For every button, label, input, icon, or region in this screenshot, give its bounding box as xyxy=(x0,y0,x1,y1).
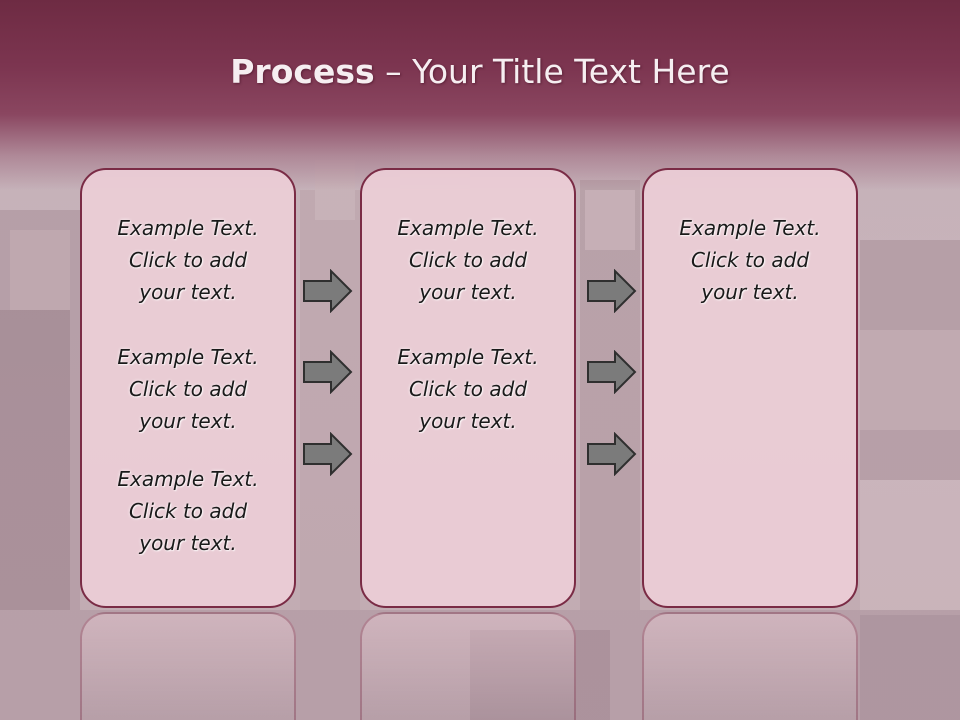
text-line: your text. xyxy=(139,531,237,555)
title-band xyxy=(0,0,960,190)
right-arrow-icon[interactable] xyxy=(587,269,637,313)
process-panel-3[interactable]: Example Text. Click to add your text. xyxy=(642,168,858,608)
text-placeholder[interactable]: Example Text. Click to add your text. xyxy=(644,212,856,308)
text-line: Example Text. xyxy=(117,467,259,491)
right-arrow-icon[interactable] xyxy=(303,432,353,476)
text-placeholder[interactable]: Example Text. Click to add your text. xyxy=(82,212,294,308)
text-line: Click to add xyxy=(128,248,248,272)
text-line: Click to add xyxy=(128,377,248,401)
right-arrow-icon[interactable] xyxy=(303,269,353,313)
panel-reflection-3 xyxy=(642,612,858,720)
slide-title-strong: Process xyxy=(230,52,375,91)
text-placeholder[interactable]: Example Text. Click to add your text. xyxy=(82,463,294,559)
text-placeholder[interactable]: Example Text. Click to add your text. xyxy=(82,341,294,437)
text-line: your text. xyxy=(419,409,517,433)
slide-title[interactable]: Process – Your Title Text Here xyxy=(0,52,960,91)
text-line: your text. xyxy=(139,280,237,304)
slide-title-rest: – Your Title Text Here xyxy=(374,52,730,91)
text-line: your text. xyxy=(139,409,237,433)
process-panel-2[interactable]: Example Text. Click to add your text. Ex… xyxy=(360,168,576,608)
panel-reflection-2 xyxy=(360,612,576,720)
text-line: Click to add xyxy=(408,377,528,401)
text-line: Click to add xyxy=(128,499,248,523)
panel-reflection-1 xyxy=(80,612,296,720)
text-line: your text. xyxy=(701,280,799,304)
text-line: Example Text. xyxy=(397,345,539,369)
right-arrow-icon[interactable] xyxy=(587,350,637,394)
right-arrow-icon[interactable] xyxy=(303,350,353,394)
text-line: Click to add xyxy=(408,248,528,272)
text-line: Example Text. xyxy=(397,216,539,240)
right-arrow-icon[interactable] xyxy=(587,432,637,476)
process-panel-1[interactable]: Example Text. Click to add your text. Ex… xyxy=(80,168,296,608)
text-line: Click to add xyxy=(690,248,810,272)
text-line: Example Text. xyxy=(117,345,259,369)
text-placeholder[interactable]: Example Text. Click to add your text. xyxy=(362,212,574,308)
text-placeholder[interactable]: Example Text. Click to add your text. xyxy=(362,341,574,437)
text-line: your text. xyxy=(419,280,517,304)
text-line: Example Text. xyxy=(679,216,821,240)
text-line: Example Text. xyxy=(117,216,259,240)
